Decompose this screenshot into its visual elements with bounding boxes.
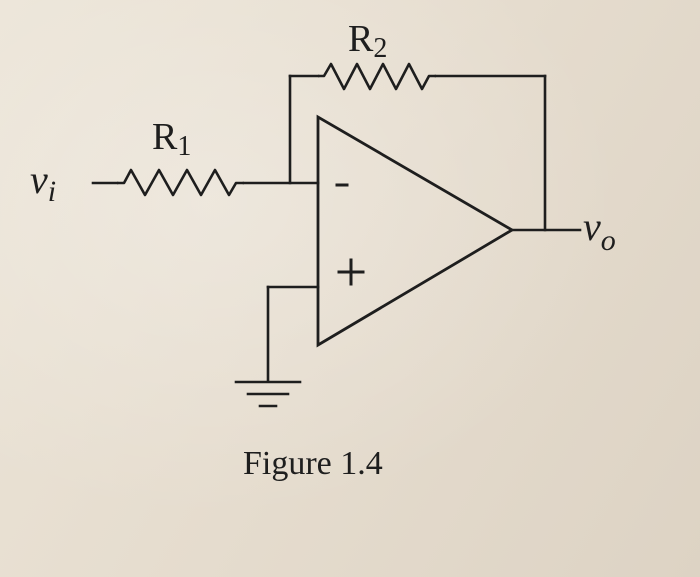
- vo-label-main: v: [583, 204, 601, 249]
- op-amp-triangle: [316, 114, 515, 348]
- plus-label-text: +: [0, 0, 1, 1]
- resistor-r1: [117, 168, 244, 197]
- figure-caption: Figure 1.4: [243, 445, 383, 482]
- r1-label-sub: 1: [177, 131, 191, 162]
- vi-label-sub: i: [48, 175, 56, 208]
- r1-label: R1: [152, 116, 191, 162]
- resistor-r2: [318, 62, 436, 91]
- vi-label: vi: [30, 157, 56, 208]
- r2-label: R2: [348, 18, 387, 64]
- r2-label-sub: 2: [373, 33, 387, 64]
- r2-label-main: R: [348, 18, 374, 60]
- vo-label-sub: o: [601, 224, 616, 257]
- r1-label-main: R: [152, 116, 178, 158]
- vo-label: vo: [583, 204, 616, 257]
- vi-label-main: v: [30, 157, 48, 202]
